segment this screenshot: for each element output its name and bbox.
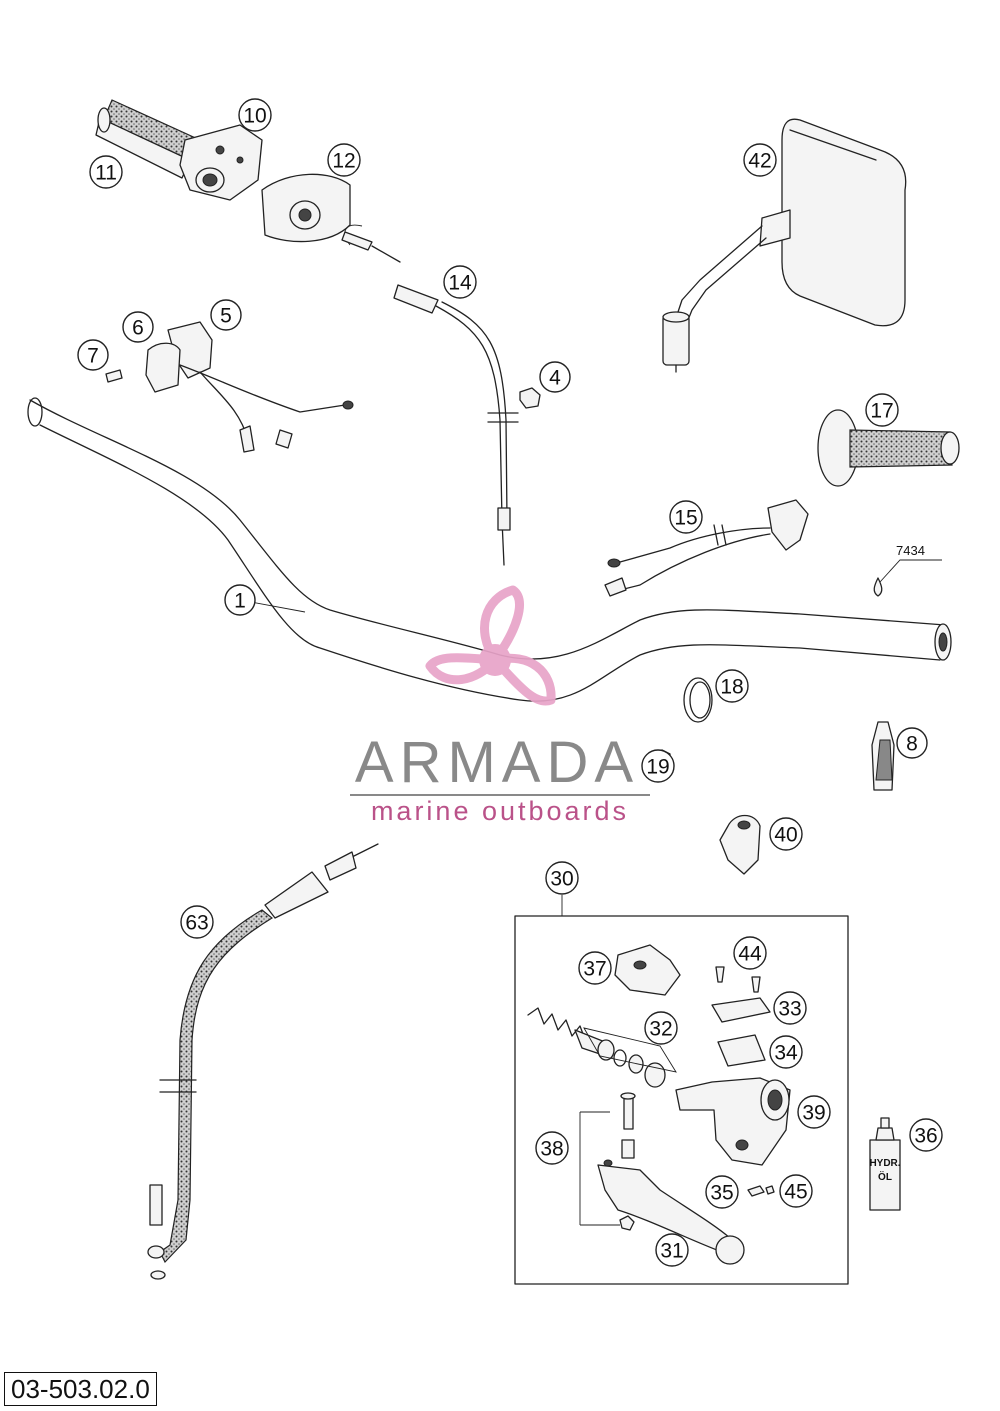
brand-tagline: marine outboards <box>371 796 629 826</box>
throttle-housing <box>179 124 263 201</box>
callout-7: 7 <box>77 339 109 371</box>
callout-14: 14 <box>443 265 477 299</box>
mirror <box>662 118 907 373</box>
propeller-logo-icon <box>425 585 556 706</box>
callout-19: 19 <box>641 749 675 783</box>
kill-switch <box>105 321 354 453</box>
svg-text:11: 11 <box>95 162 117 185</box>
callout-11: 11 <box>89 155 123 189</box>
cable-tie <box>683 677 713 723</box>
callout-15: 15 <box>669 500 703 534</box>
svg-text:15: 15 <box>674 507 697 530</box>
svg-text:36: 36 <box>914 1125 937 1148</box>
svg-text:63: 63 <box>185 912 208 935</box>
callout-5: 5 <box>210 299 242 331</box>
svg-text:30: 30 <box>550 868 573 891</box>
callout-18: 18 <box>715 669 749 703</box>
callout-31: 31 <box>655 1233 689 1267</box>
svg-text:32: 32 <box>649 1018 672 1041</box>
svg-text:35: 35 <box>710 1182 733 1205</box>
callout-38: 38 <box>535 1131 569 1165</box>
callout-34: 34 <box>769 1035 803 1069</box>
svg-text:5: 5 <box>220 305 232 328</box>
svg-text:14: 14 <box>448 272 472 295</box>
svg-text:31: 31 <box>660 1240 683 1263</box>
svg-text:8: 8 <box>906 733 918 756</box>
svg-text:33: 33 <box>778 998 801 1021</box>
brand-watermark: ARMADA marine outboards <box>350 585 650 826</box>
svg-text:39: 39 <box>802 1102 825 1125</box>
callout-42: 42 <box>743 143 777 177</box>
document-number: 03-503.02.0 <box>4 1372 157 1406</box>
svg-text:17: 17 <box>870 400 893 423</box>
callout-6: 6 <box>122 311 154 343</box>
bottle-label-line1: HYDR. <box>869 1158 900 1169</box>
callout-4: 4 <box>539 361 571 393</box>
grease-tube <box>871 721 895 791</box>
svg-text:6: 6 <box>132 317 144 340</box>
svg-text:18: 18 <box>720 676 743 699</box>
callout-10: 10 <box>238 98 272 132</box>
brand-name: ARMADA <box>355 730 639 795</box>
handlebar <box>27 397 952 702</box>
svg-text:38: 38 <box>540 1138 563 1161</box>
svg-text:44: 44 <box>738 943 762 966</box>
svg-text:42: 42 <box>748 150 771 173</box>
light-switch <box>604 499 809 597</box>
callout-12: 12 <box>327 143 361 177</box>
callout-36: 36 <box>909 1118 943 1152</box>
throttle-cover <box>261 173 351 243</box>
callout-35: 35 <box>705 1175 739 1209</box>
svg-text:7: 7 <box>87 345 99 368</box>
callout-45: 45 <box>779 1174 813 1208</box>
svg-text:10: 10 <box>243 105 266 128</box>
cable-end-nut <box>519 387 541 409</box>
svg-text:12: 12 <box>332 150 355 173</box>
clamp <box>719 814 761 875</box>
clutch-cable <box>147 843 379 1280</box>
throttle-grip <box>95 99 201 179</box>
callout-30: 30 <box>545 861 579 895</box>
callout-63: 63 <box>180 905 214 939</box>
svg-text:1: 1 <box>234 590 246 613</box>
left-grip <box>817 409 960 487</box>
callout-1: 1 <box>224 584 256 616</box>
hydraulic-oil-bottle: HYDR. ÖL <box>869 1117 901 1211</box>
svg-text:34: 34 <box>774 1042 798 1065</box>
clutch-master-assembly <box>514 895 849 1285</box>
callout-17: 17 <box>865 393 899 427</box>
svg-text:19: 19 <box>646 756 669 779</box>
code-label: 7434 <box>896 543 925 558</box>
adhesive-drop <box>873 559 942 597</box>
callout-44: 44 <box>733 936 767 970</box>
callout-39: 39 <box>797 1095 831 1129</box>
callout-8: 8 <box>896 727 928 759</box>
svg-text:40: 40 <box>774 824 797 847</box>
bottle-label-line2: ÖL <box>878 1170 892 1183</box>
callout-37: 37 <box>578 951 612 985</box>
callout-32: 32 <box>644 1011 678 1045</box>
callout-33: 33 <box>773 991 807 1025</box>
throttle-cable <box>341 224 519 566</box>
callout-40: 40 <box>769 817 803 851</box>
svg-text:37: 37 <box>583 958 606 981</box>
svg-text:4: 4 <box>549 367 561 390</box>
svg-text:45: 45 <box>784 1181 807 1204</box>
